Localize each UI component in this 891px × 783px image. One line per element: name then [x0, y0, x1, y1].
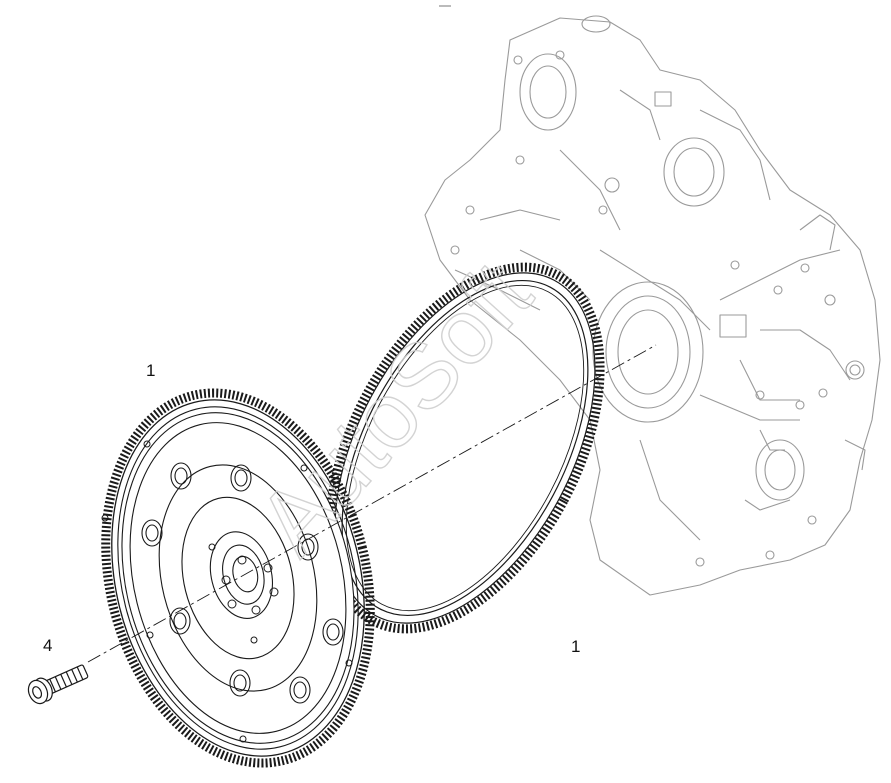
callout-flywheel: 1 [146, 361, 156, 380]
flywheel-icon [101, 388, 375, 768]
callout-bolt: 4 [43, 636, 53, 655]
flywheel-housing-icon [424, 15, 881, 596]
watermark-text: AutoSoft [239, 243, 551, 574]
center-axis-line [87, 344, 657, 663]
bolt-icon [27, 664, 89, 705]
callout-ring-gear: 1 [571, 637, 581, 656]
